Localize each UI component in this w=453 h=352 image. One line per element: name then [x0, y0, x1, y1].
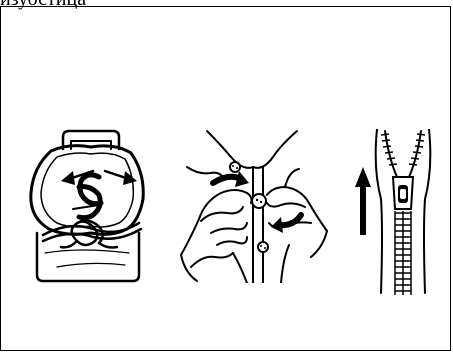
fasten-button-illustration [177, 127, 332, 283]
instruction-panel [0, 6, 451, 351]
tied-bag-icon [21, 125, 151, 287]
tied-bag-illustration [21, 125, 151, 287]
close-zipper-illustration [351, 129, 436, 297]
close-zipper-icon [351, 129, 436, 297]
fasten-button-icon [177, 127, 332, 283]
